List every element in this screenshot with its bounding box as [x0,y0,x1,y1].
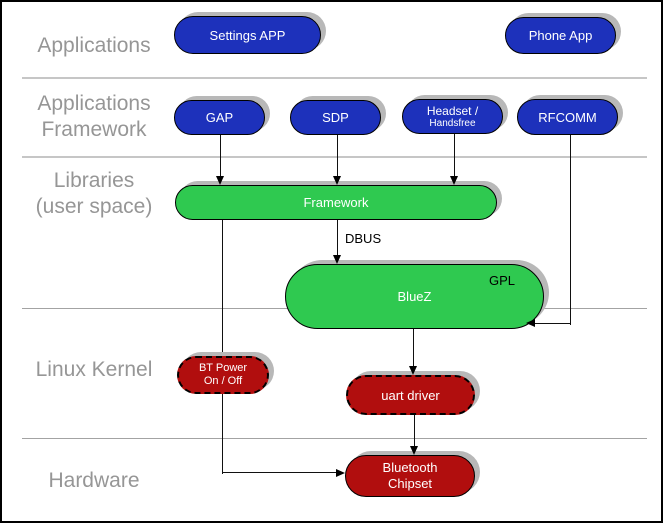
node-bt-power: BT Power On / Off [177,356,269,394]
connector-uart-chipset [414,415,416,449]
node-bt-power-line1: BT Power [198,362,248,374]
node-rfcomm-label: RFCOMM [538,109,597,125]
layer-label-hardware: Hardware [48,469,140,492]
node-bt-power-line2: On / Off [203,375,243,387]
connector-dbus [337,220,339,258]
node-rfcomm: RFCOMM [517,99,618,135]
edge-label-dbus: DBUS [345,231,382,246]
connector-framework-chipset-vertical [222,220,224,474]
node-headset-handsfree: Headset / Handsfree [402,99,503,134]
connector-rfcomm-vertical [570,135,572,325]
node-chipset-line2: Chipset [387,476,433,491]
node-bluez: GPL BlueZ [285,264,544,329]
node-gap-label: GAP [205,110,234,125]
divider-framework [22,156,647,158]
connector-sdp-framework [337,135,339,181]
node-phone-app-label: Phone App [528,28,593,43]
arrowhead-framework-chipset [336,469,345,477]
layer-label-libraries: Libraries (user space) [35,169,153,218]
connector-rfcomm-horizontal [532,323,571,325]
node-settings-app: Settings APP [174,16,321,54]
node-sdp: SDP [290,100,381,135]
divider-applications [22,77,647,79]
node-headset-line2: Handsfree [429,117,476,129]
arrowhead-headset-framework [450,176,458,185]
arrowhead-bluez-uart [409,366,417,375]
node-phone-app: Phone App [505,17,616,54]
node-settings-app-label: Settings APP [209,27,286,43]
node-bluetooth-chipset: Bluetooth Chipset [345,455,475,497]
layer-label-linux-kernel: Linux Kernel [35,358,153,381]
node-sdp-label: SDP [322,110,349,125]
node-bluez-gpl-tag: GPL [488,273,515,288]
node-gap: GAP [174,100,265,135]
layer-label-applications-framework: Applications Framework [37,92,151,141]
node-headset-line1: Headset / [426,103,479,118]
connector-framework-chipset-horizontal [222,472,339,474]
arrowhead-dbus-bluez [333,255,341,264]
node-framework-label: Framework [303,195,369,210]
arrowhead-uart-chipset [410,446,418,455]
node-uart-driver-label: uart driver [381,387,440,403]
arrowhead-sdp-framework [333,176,341,185]
arrowhead-rfcomm-bluez [526,319,535,327]
node-framework: Framework [175,185,497,220]
arrowhead-gap-framework [216,176,224,185]
connector-headset-framework [454,133,456,181]
layer-label-applications: Applications [37,34,151,57]
node-uart-driver: uart driver [346,375,475,415]
divider-kernel [22,438,647,439]
node-chipset-line1: Bluetooth [382,460,438,475]
connector-gap-framework [220,135,222,181]
node-bluez-label: BlueZ [397,289,432,304]
connector-bluez-uart [413,329,415,369]
